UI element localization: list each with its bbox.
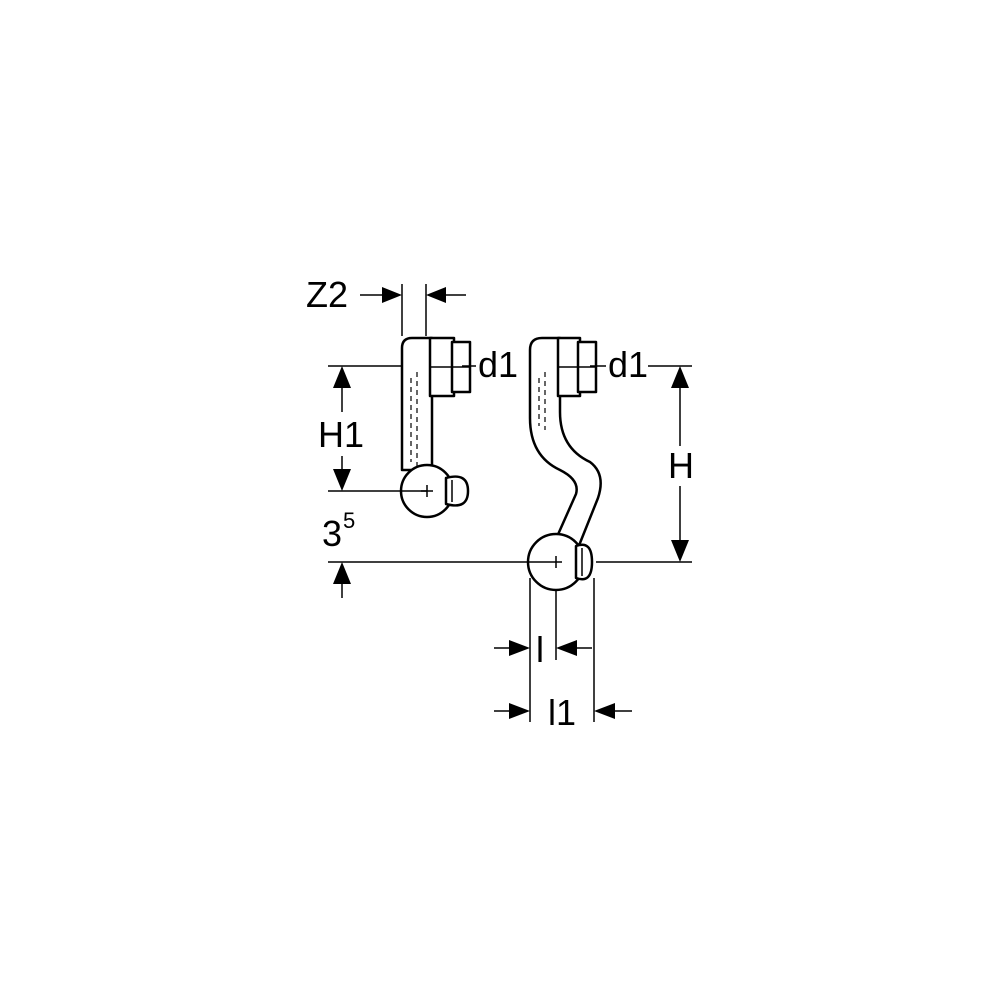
h1-arrow-up <box>333 366 351 388</box>
left-fitting <box>399 336 472 519</box>
label-offset-base: 3 <box>322 513 342 554</box>
l-arrow-left <box>509 640 530 656</box>
label-l1: l1 <box>548 692 576 733</box>
label-h1: H1 <box>318 414 364 455</box>
label-z2: Z2 <box>306 274 348 315</box>
dimension-h1: H1 <box>318 365 427 492</box>
label-h: H <box>668 445 694 486</box>
label-l: l <box>536 629 544 670</box>
offset-arrow-up <box>333 562 351 584</box>
label-d1-left: d1 <box>478 344 518 385</box>
dimension-z2: Z2 <box>306 274 466 336</box>
h1-arrow-down <box>333 469 351 491</box>
l1-arrow-left <box>509 703 530 719</box>
label-d1-right: d1 <box>608 344 648 385</box>
h-arrow-down <box>671 540 689 562</box>
l1-arrow-right <box>594 703 615 719</box>
z2-arrow-right <box>426 287 446 303</box>
h-arrow-up <box>671 366 689 388</box>
right-fitting <box>526 336 602 592</box>
dimension-l1: l1 <box>494 578 632 733</box>
z2-arrow-left <box>382 287 402 303</box>
label-offset-exponent: 5 <box>343 508 355 533</box>
dimension-l: l <box>494 578 592 722</box>
dimension-h: H <box>596 365 694 563</box>
l-arrow-right <box>556 640 577 656</box>
dimension-offset: 3 5 <box>322 508 550 598</box>
